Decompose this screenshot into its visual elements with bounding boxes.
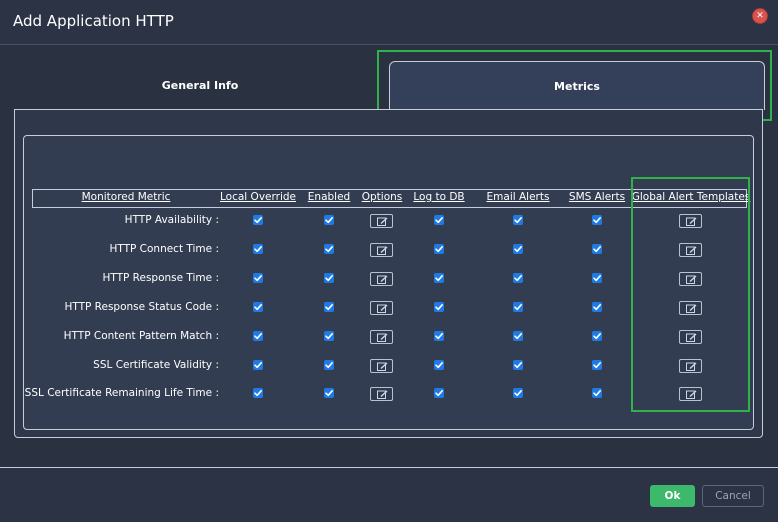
col-header-monitored-metric[interactable]: Monitored Metric (81, 191, 171, 203)
tab-metrics[interactable]: Metrics (389, 61, 765, 110)
row-label: HTTP Response Time : (102, 272, 219, 284)
email-alerts-checkbox[interactable] (513, 244, 523, 254)
sms-alerts-checkbox[interactable] (592, 273, 602, 283)
tab-general-info[interactable]: General Info (14, 61, 386, 109)
options-edit-button[interactable] (370, 214, 393, 228)
enabled-checkbox[interactable] (324, 273, 334, 283)
local-override-checkbox[interactable] (253, 273, 263, 283)
row-label: HTTP Availability : (124, 214, 219, 226)
log-to-db-checkbox[interactable] (434, 388, 444, 398)
footer-divider (0, 467, 778, 468)
options-edit-button[interactable] (370, 243, 393, 257)
ok-button[interactable]: Ok (650, 485, 695, 507)
tab-general-info-label: General Info (161, 78, 239, 92)
col-header-log-to-db[interactable]: Log to DB (413, 191, 465, 203)
sms-alerts-checkbox[interactable] (592, 388, 602, 398)
local-override-checkbox[interactable] (253, 388, 263, 398)
email-alerts-checkbox[interactable] (513, 331, 523, 341)
email-alerts-checkbox[interactable] (513, 302, 523, 312)
enabled-checkbox[interactable] (324, 388, 334, 398)
col-header-local-override[interactable]: Local Override (220, 191, 296, 203)
enabled-checkbox[interactable] (324, 215, 334, 225)
col-header-email-alerts[interactable]: Email Alerts (486, 191, 550, 203)
log-to-db-checkbox[interactable] (434, 244, 444, 254)
col-header-enabled[interactable]: Enabled (307, 191, 351, 203)
local-override-checkbox[interactable] (253, 302, 263, 312)
log-to-db-checkbox[interactable] (434, 273, 444, 283)
col-header-options[interactable]: Options (361, 191, 403, 203)
global-alert-template-edit-button[interactable] (679, 330, 702, 344)
sms-alerts-checkbox[interactable] (592, 244, 602, 254)
dialog-title: Add Application HTTP (13, 12, 174, 30)
global-alert-template-edit-button[interactable] (679, 214, 702, 228)
col-header-sms-alerts[interactable]: SMS Alerts (568, 191, 626, 203)
dialog-footer (0, 468, 778, 522)
global-alert-template-edit-button[interactable] (679, 301, 702, 315)
log-to-db-checkbox[interactable] (434, 360, 444, 370)
options-edit-button[interactable] (370, 330, 393, 344)
sms-alerts-checkbox[interactable] (592, 302, 602, 312)
local-override-checkbox[interactable] (253, 244, 263, 254)
dialog-header: Add Application HTTP ✕ (0, 0, 778, 45)
options-edit-button[interactable] (370, 272, 393, 286)
col-header-global-alert-templates[interactable]: Global Alert Templates (631, 191, 751, 203)
enabled-checkbox[interactable] (324, 244, 334, 254)
enabled-checkbox[interactable] (324, 360, 334, 370)
log-to-db-checkbox[interactable] (434, 215, 444, 225)
options-edit-button[interactable] (370, 301, 393, 315)
local-override-checkbox[interactable] (253, 331, 263, 341)
global-alert-template-edit-button[interactable] (679, 387, 702, 401)
log-to-db-checkbox[interactable] (434, 331, 444, 341)
email-alerts-checkbox[interactable] (513, 273, 523, 283)
email-alerts-checkbox[interactable] (513, 360, 523, 370)
global-alert-template-edit-button[interactable] (679, 243, 702, 257)
local-override-checkbox[interactable] (253, 215, 263, 225)
sms-alerts-checkbox[interactable] (592, 331, 602, 341)
enabled-checkbox[interactable] (324, 302, 334, 312)
log-to-db-checkbox[interactable] (434, 302, 444, 312)
email-alerts-checkbox[interactable] (513, 215, 523, 225)
row-label: SSL Certificate Validity : (93, 359, 219, 371)
row-label: HTTP Connect Time : (109, 243, 219, 255)
row-label: SSL Certificate Remaining Life Time : (24, 387, 219, 399)
options-edit-button[interactable] (370, 359, 393, 373)
global-alert-template-edit-button[interactable] (679, 359, 702, 373)
sms-alerts-checkbox[interactable] (592, 215, 602, 225)
close-icon[interactable]: ✕ (753, 9, 767, 23)
table-header-row (32, 189, 747, 208)
sms-alerts-checkbox[interactable] (592, 360, 602, 370)
row-label: HTTP Content Pattern Match : (63, 330, 219, 342)
local-override-checkbox[interactable] (253, 360, 263, 370)
global-alert-template-edit-button[interactable] (679, 272, 702, 286)
email-alerts-checkbox[interactable] (513, 388, 523, 398)
row-label: HTTP Response Status Code : (64, 301, 219, 313)
options-edit-button[interactable] (370, 387, 393, 401)
cancel-button[interactable]: Cancel (702, 485, 764, 507)
tab-metrics-label: Metrics (554, 79, 600, 93)
enabled-checkbox[interactable] (324, 331, 334, 341)
